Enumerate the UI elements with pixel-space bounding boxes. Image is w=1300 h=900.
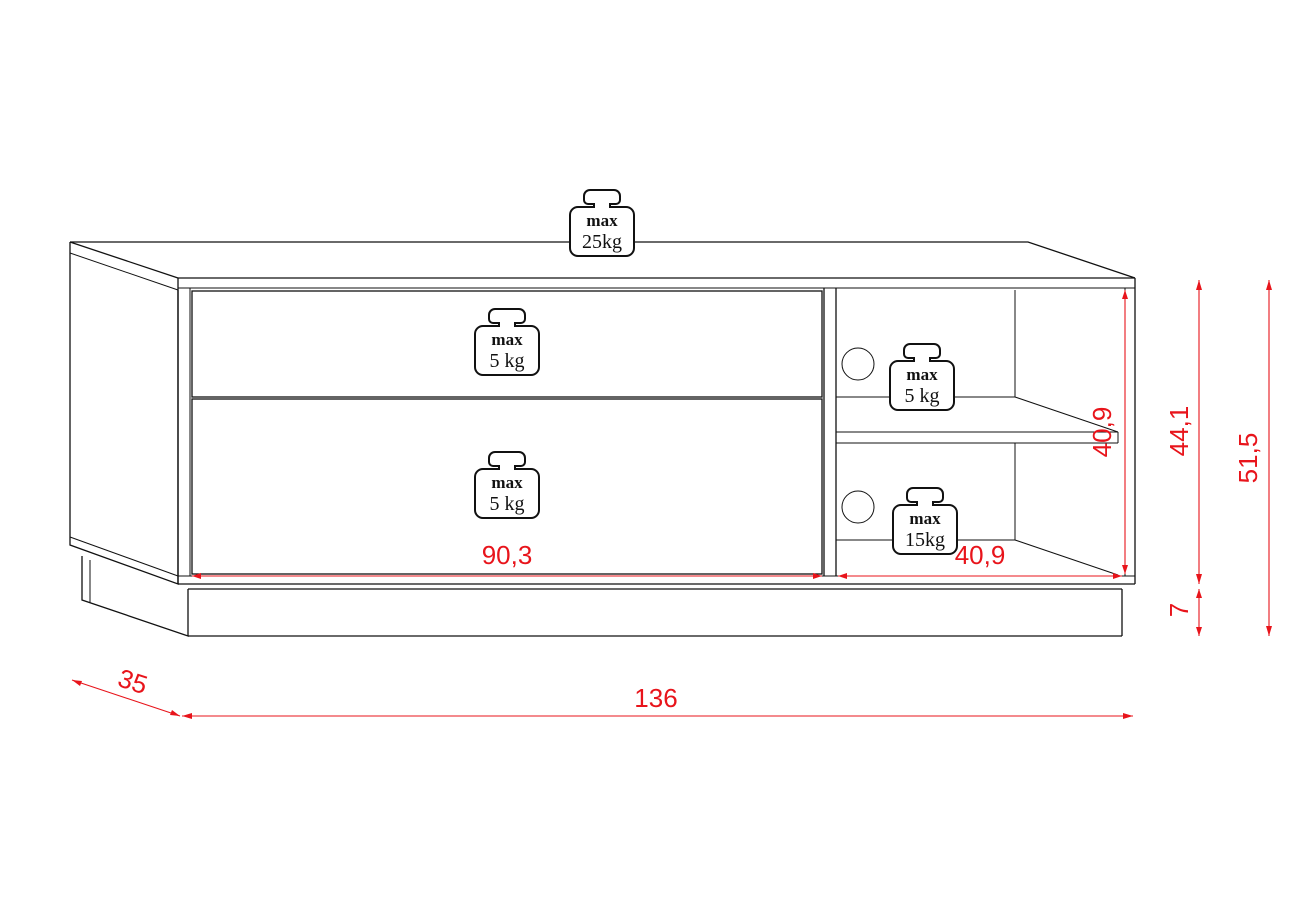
total-height-label: 51,5	[1233, 433, 1263, 484]
weight-load-label: 25kg	[582, 231, 622, 253]
depth-label: 35	[114, 663, 151, 700]
drawer-width-label: 90,3	[482, 540, 533, 570]
weight-max-label: max	[906, 365, 938, 384]
cable-hole-icon	[841, 490, 875, 524]
weight-icon-lower-drawer: max 5 kg	[474, 451, 540, 519]
weight-max-label: max	[909, 509, 941, 528]
weight-icon-top: max 25kg	[569, 189, 635, 257]
weight-icon-upper-drawer: max 5 kg	[474, 308, 540, 376]
total-width-label: 136	[634, 683, 677, 713]
shelf-width-label: 40,9	[955, 540, 1006, 570]
weight-load-label: 15kg	[905, 529, 945, 551]
weight-load-label: 5 kg	[490, 350, 525, 372]
cabinet-outline	[69, 241, 1136, 637]
compartment-height-label: 40,9	[1087, 407, 1117, 458]
dimension-labels: 35 136 90,3 40,9 40,9 44,1 7 51,5	[114, 406, 1263, 713]
weight-max-label: max	[586, 211, 618, 230]
plinth-height-label: 7	[1164, 603, 1194, 617]
cable-hole-icon	[841, 347, 875, 381]
weight-max-label: max	[491, 473, 523, 492]
dimension-lines	[71, 280, 1272, 719]
weight-max-label: max	[491, 330, 523, 349]
body-height-label: 44,1	[1164, 406, 1194, 457]
weight-load-label: 5 kg	[905, 385, 940, 407]
weight-icon-upper-shelf: max 5 kg	[889, 343, 955, 411]
weight-load-label: 5 kg	[490, 493, 525, 515]
weight-icon-lower-shelf: max 15kg	[892, 487, 958, 555]
